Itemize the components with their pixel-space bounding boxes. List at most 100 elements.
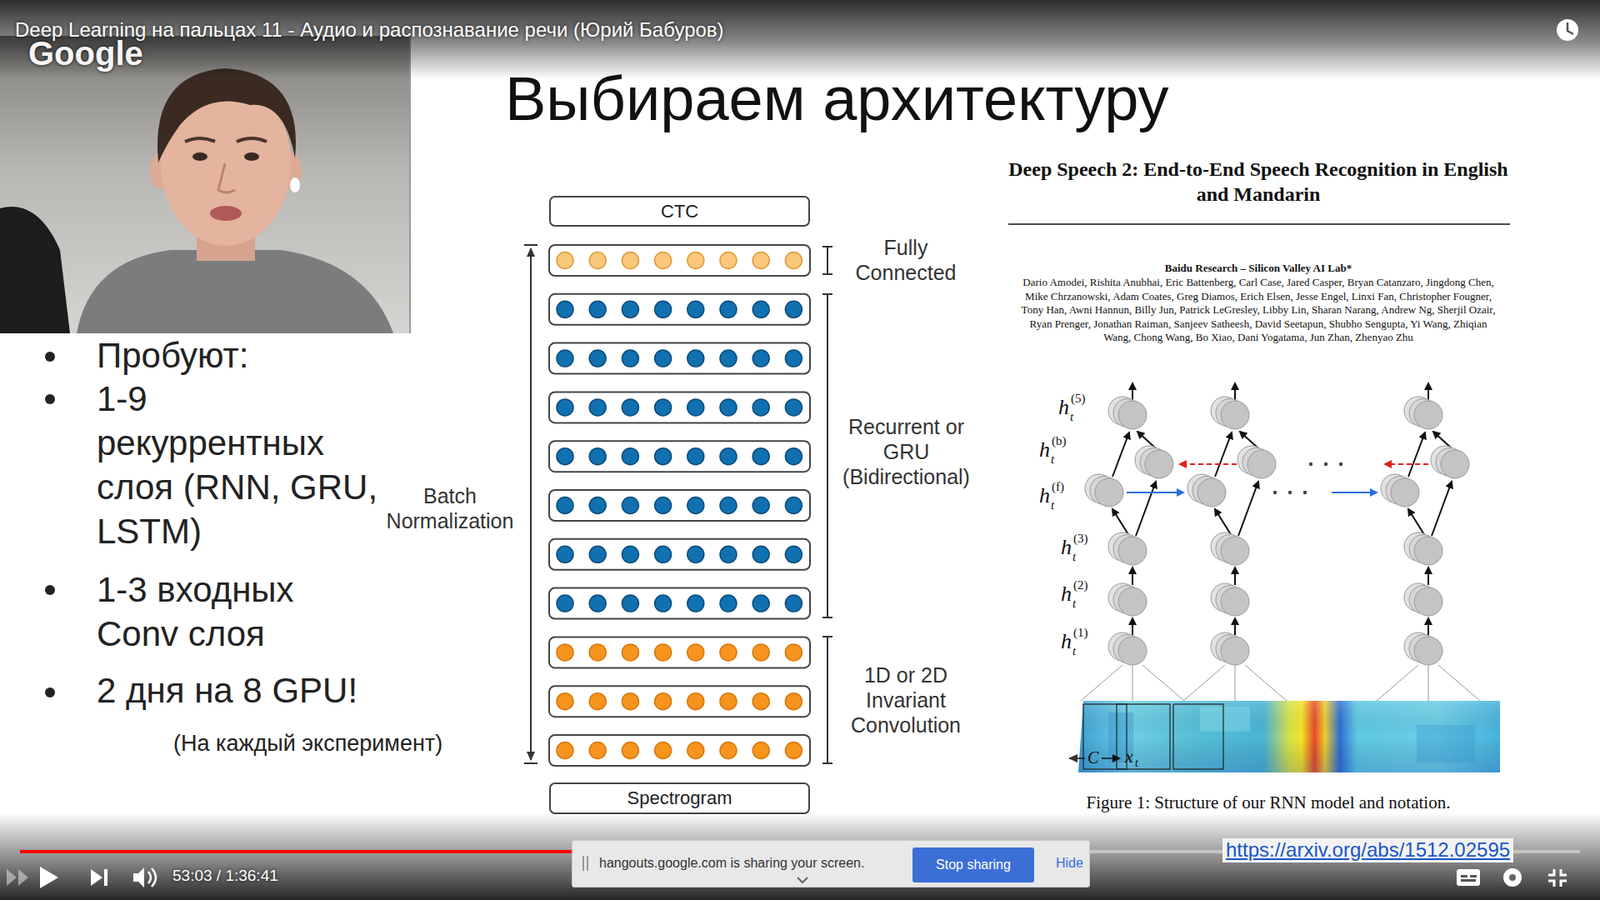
- neuron-dot: [785, 595, 802, 612]
- neuron-dot: [752, 399, 770, 416]
- neuron-dot: [621, 545, 639, 563]
- unit-circle: [1220, 536, 1250, 565]
- layer-box: [549, 245, 810, 276]
- layer-box: [549, 343, 810, 375]
- neuron-dot: [752, 448, 770, 465]
- neuron-dot: [752, 300, 770, 318]
- neuron-dot: [556, 644, 574, 661]
- neuron-dot: [655, 350, 672, 367]
- neuron-dot: [556, 742, 574, 760]
- bullet-dots: [45, 351, 55, 698]
- neuron-dot: [556, 693, 574, 710]
- window-line: [1438, 665, 1480, 701]
- neuron-dot: [785, 300, 802, 318]
- volume-icon: [133, 867, 145, 888]
- neuron-dot: [752, 595, 770, 612]
- bullet-item: 1-9 рекуррентных слоя (RNN, GRU, LSTM): [96, 376, 385, 554]
- layer-arrow: [1112, 432, 1130, 477]
- notation-symbol: t: [1070, 409, 1074, 425]
- conv-bracket: [826, 636, 829, 764]
- layer-box: [549, 685, 810, 717]
- neuron-dot: [655, 693, 672, 710]
- neuron-dot: [621, 693, 639, 710]
- chevron: [797, 877, 808, 883]
- layer-arrow: [1234, 567, 1236, 585]
- neuron-dot: [752, 497, 770, 515]
- neuron-dot: [589, 350, 606, 367]
- neuron-dot: [589, 693, 606, 710]
- fc-bracket: [826, 246, 829, 275]
- neuron-dot: [589, 595, 606, 612]
- ellipsis-dot: [1309, 462, 1313, 466]
- neuron-dot: [785, 497, 802, 515]
- neuron-dot: [687, 448, 705, 465]
- gear-hole: [1509, 874, 1516, 881]
- neuron-dot: [752, 252, 770, 270]
- notation-symbol: t: [1072, 549, 1076, 565]
- bullet-note: (На каждый эксперимент): [173, 730, 443, 757]
- unit-circle: [1118, 587, 1147, 616]
- neuron-dot: [621, 644, 639, 661]
- neuron-dot: [687, 300, 705, 318]
- layer-group-label: 1D or 2D Invariant Convolution: [847, 662, 965, 738]
- layer-box: [549, 294, 810, 325]
- neuron-dot: [556, 448, 574, 465]
- paper-link: https://arxiv.org/abs/1512.02595: [1222, 838, 1514, 863]
- ellipsis-dot: [1339, 462, 1343, 466]
- notation-symbol: (f): [1051, 479, 1065, 495]
- next-icon: [90, 869, 103, 886]
- layer-arrow: [1135, 481, 1156, 536]
- neuron-dot: [785, 448, 802, 465]
- layer-arrow: [1215, 509, 1232, 536]
- play-icon: [40, 866, 59, 889]
- neuron-dot: [621, 497, 639, 515]
- neuron-dot: [589, 252, 606, 270]
- notation-symbol: h: [1060, 534, 1072, 560]
- neuron-dot: [655, 300, 672, 318]
- notation-symbol: t: [1050, 497, 1055, 513]
- cc-line: [1460, 879, 1476, 882]
- layer-arrow: [1408, 509, 1425, 536]
- paper-affiliation: Baidu Research – Silicon Valley AI Lab*: [1008, 261, 1509, 275]
- neuron-dot: [720, 742, 737, 760]
- neuron-dot: [687, 399, 705, 416]
- bracket-tick: [524, 244, 538, 246]
- neuron-dot: [720, 448, 737, 465]
- bullet-dot: [45, 687, 55, 698]
- window-line: [1428, 665, 1430, 701]
- unit-circle: [1247, 450, 1276, 479]
- figure-caption: Figure 1: Structure of our RNN model and…: [1086, 792, 1451, 814]
- neuron-dot: [621, 595, 639, 612]
- neuron-dot: [589, 644, 606, 661]
- notation-symbol: x: [1125, 745, 1134, 768]
- layer-box: [549, 636, 810, 668]
- layer-arrow: [1427, 567, 1430, 585]
- layer-arrow: [1131, 567, 1134, 585]
- unit-circle: [1414, 536, 1443, 565]
- neuron-dot: [720, 595, 737, 612]
- neuron-dot: [785, 545, 802, 563]
- bracket-tick: [822, 245, 833, 248]
- gear-icon: [1503, 868, 1522, 887]
- neuron-dot: [687, 644, 705, 661]
- neuron-dot: [720, 300, 737, 318]
- brackets: [524, 245, 833, 764]
- neuron-dot: [655, 545, 672, 563]
- notation-symbol: (5): [1070, 390, 1086, 406]
- unit-circle: [1440, 450, 1470, 479]
- window-line: [1142, 665, 1185, 701]
- layer-group-label: Fully Connected: [843, 235, 969, 285]
- bottom-shade: [0, 812, 1600, 900]
- window-frame: [1116, 704, 1170, 770]
- neuron-dot: [621, 448, 639, 465]
- grip-line: [582, 855, 585, 871]
- clock-hands: [1567, 22, 1574, 35]
- hide-link: Hide: [1055, 855, 1084, 872]
- neuron-dot: [720, 252, 737, 270]
- unit-circle: [1118, 400, 1147, 430]
- neuron-dot: [720, 545, 737, 563]
- layer-arrow: [1112, 509, 1130, 536]
- paper-rule: [1008, 223, 1510, 225]
- prev-icon: [6, 869, 29, 886]
- layer-box: [549, 391, 810, 423]
